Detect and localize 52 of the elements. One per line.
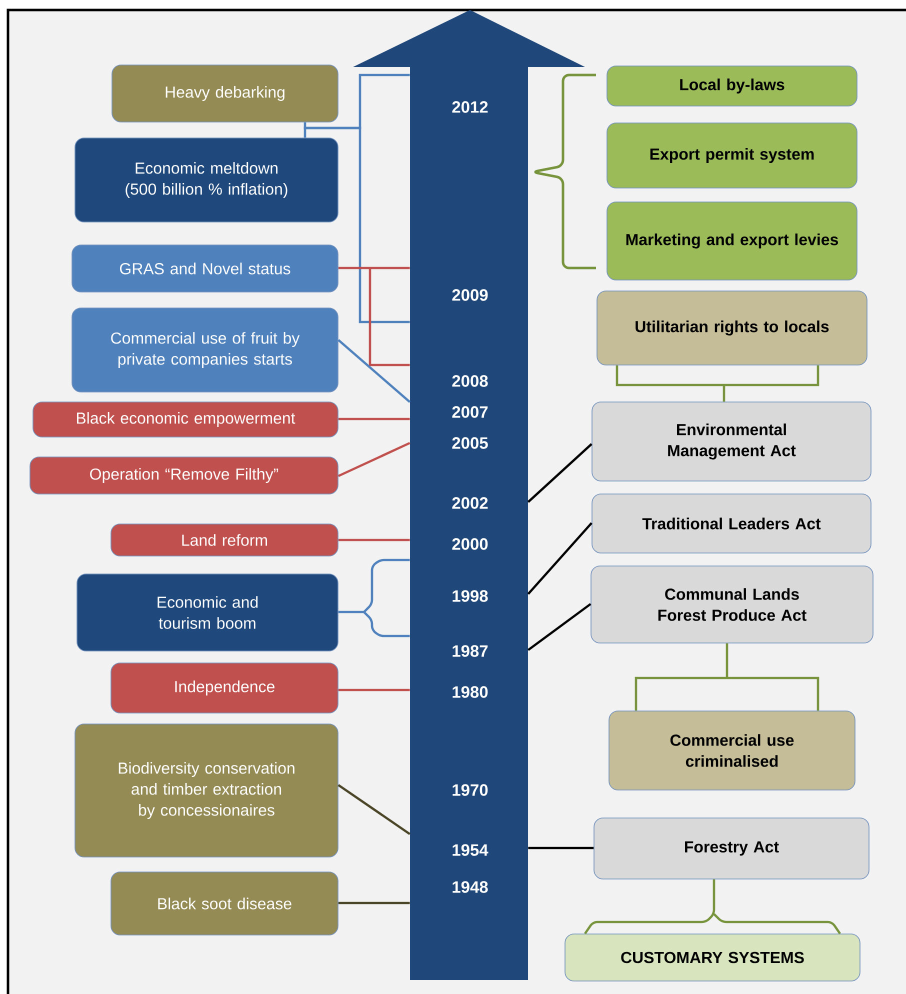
year-label: 1970 (452, 784, 488, 796)
year-label: 1987 (452, 645, 488, 657)
policy-box: Marketing and export levies (606, 202, 858, 280)
event-box: Economic and tourism boom (76, 574, 338, 652)
year-label: 1948 (452, 881, 488, 893)
policy-box: Commercial use criminalised (608, 710, 856, 790)
year-label: 2005 (452, 437, 488, 449)
bracket-connector (337, 266, 411, 366)
policy-box: Export permit system (606, 122, 858, 188)
connector-line (338, 784, 410, 835)
bracket-connector (634, 642, 820, 712)
connector-line (338, 418, 410, 420)
bracket-connector (304, 126, 410, 324)
event-box: Economic meltdown (500 billion % inflation) (74, 138, 338, 222)
bracket-connector (584, 878, 842, 935)
connector-line (338, 442, 410, 478)
event-box: Heavy debarking (112, 64, 338, 122)
year-label: 2009 (452, 289, 488, 301)
connector-line (338, 339, 411, 403)
year-label: 2012 (452, 101, 488, 113)
bracket-connector (337, 558, 411, 638)
event-box: Land reform (110, 524, 338, 556)
policy-box: Communal Lands Forest Produce Act (590, 566, 874, 644)
year-label: 1998 (452, 590, 488, 602)
connector-line (528, 603, 592, 651)
connector-line (338, 538, 410, 542)
year-label: 2007 (452, 406, 488, 418)
connector-line (338, 902, 410, 904)
connector-line (527, 522, 592, 595)
policy-box: Forestry Act (594, 818, 870, 880)
event-box: Operation “Remove Filthy” (30, 456, 338, 494)
event-box: Independence (110, 662, 338, 714)
event-box: Black soot disease (110, 872, 338, 936)
year-label: 2000 (452, 538, 488, 550)
connector-line (527, 443, 592, 503)
policy-box: CUSTOMARY SYSTEMS (564, 934, 860, 982)
event-box: GRAS and Novel status (72, 244, 338, 292)
policy-box: Environmental Management Act (592, 402, 872, 482)
event-box: Black economic empowerment (32, 402, 338, 438)
event-box: Commercial use of fruit by private companies starts (72, 308, 338, 392)
bracket-connector (616, 364, 820, 403)
year-label: 2008 (452, 375, 488, 387)
connector-line (338, 688, 410, 692)
policy-box: Local by-laws (606, 66, 858, 106)
event-box: Biodiversity conservation and timber extraction by concessionaires (74, 724, 338, 858)
year-label: 2002 (452, 497, 488, 509)
policy-box: Traditional Leaders Act (592, 494, 872, 554)
bracket-connector (304, 74, 410, 130)
connector-line (528, 846, 594, 850)
year-label: 1954 (452, 844, 488, 856)
year-label: 1980 (452, 686, 488, 698)
policy-box: Utilitarian rights to locals (596, 290, 868, 366)
